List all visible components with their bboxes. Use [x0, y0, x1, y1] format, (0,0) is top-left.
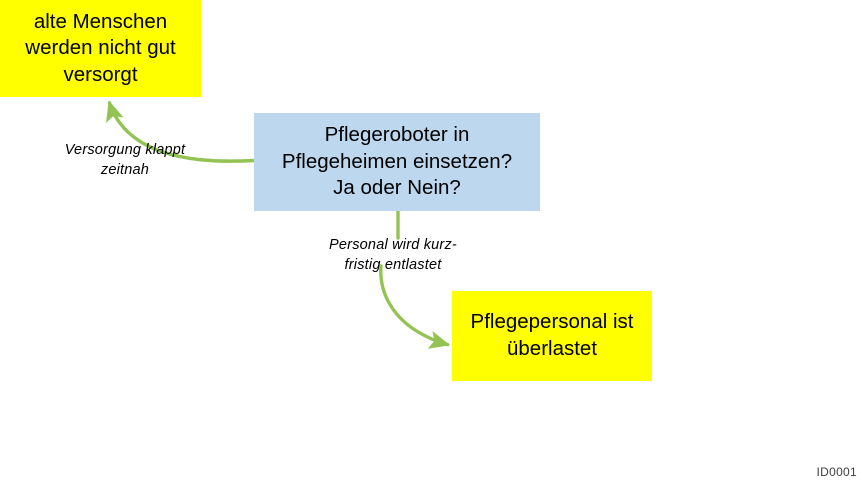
arrow-question-to-nursing-staff [379, 209, 448, 345]
node-central-question[interactable]: Pflegeroboter in Pflegeheimen einsetzen?… [254, 113, 540, 211]
edge-label-relief: Personal wird kurz- fristig entlastet [329, 237, 457, 273]
node-nursing-staff-label: Pflegepersonal ist überlastet [470, 310, 634, 360]
node-nursing-staff[interactable]: Pflegepersonal ist überlastet [452, 291, 652, 381]
diagram-id-label: ID0001 [816, 465, 857, 479]
edge-label-supply: Versorgung klappt zeitnah [64, 142, 186, 178]
node-elderly-care[interactable]: alte Menschen werden nicht gut versorgt [0, 0, 201, 97]
node-central-question-label: Pflegeroboter in Pflegeheimen einsetzen?… [281, 123, 513, 200]
node-elderly-care-label: alte Menschen werden nicht gut versorgt [25, 9, 176, 86]
